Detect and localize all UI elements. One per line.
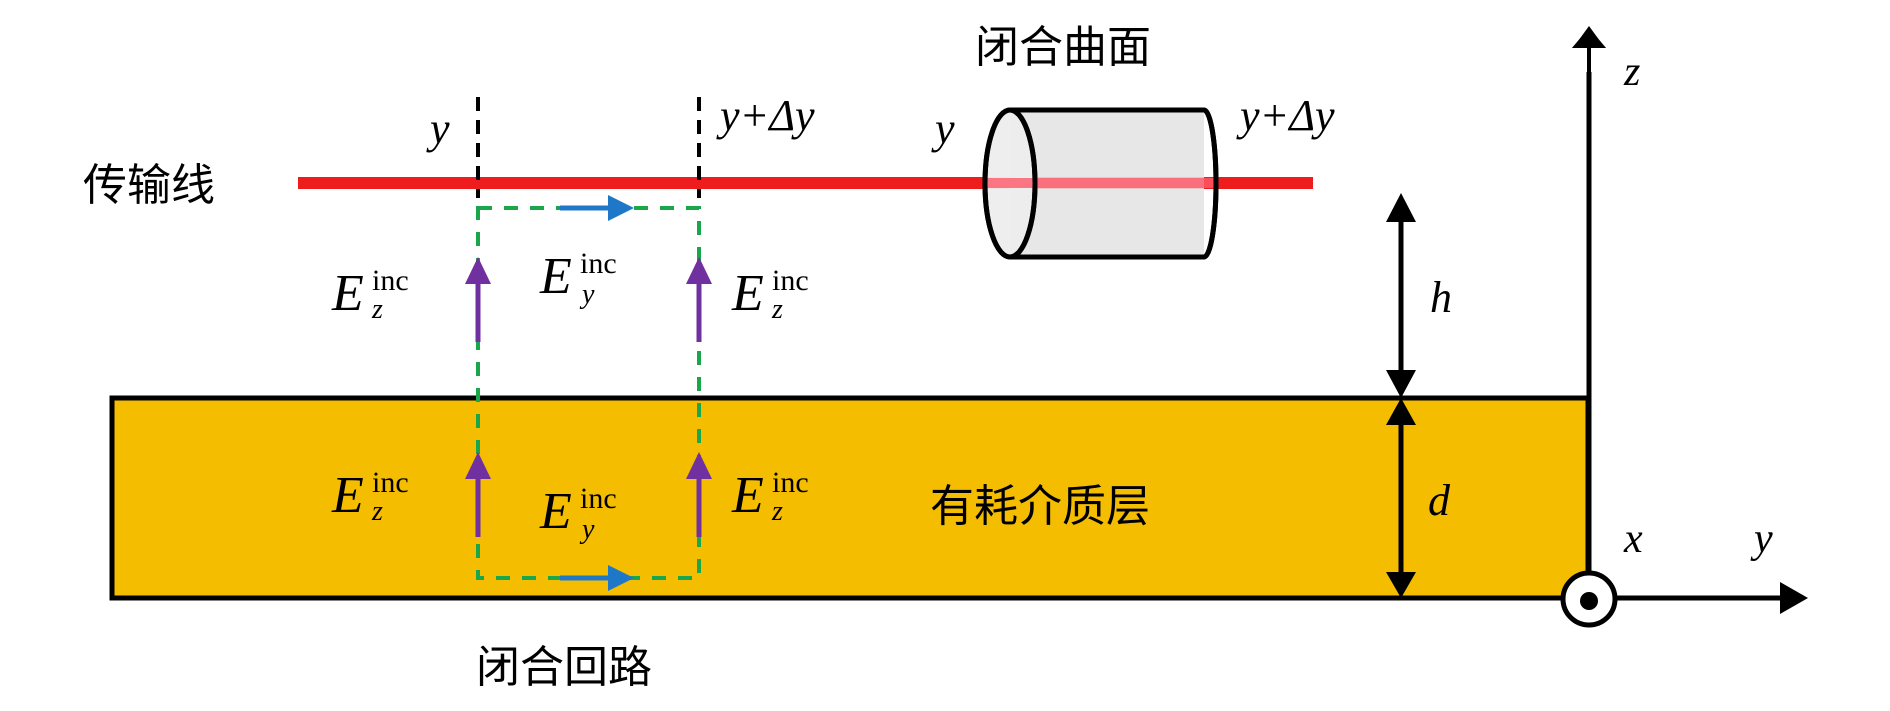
svg-text:z: z <box>771 496 783 527</box>
svg-text:inc: inc <box>772 264 809 297</box>
lossy-layer-label: 有耗介质层 <box>930 481 1150 532</box>
y-axis <box>1617 582 1808 614</box>
closed-loop-label: 闭合回路 <box>476 642 652 693</box>
svg-text:inc: inc <box>372 466 409 499</box>
ey-arrow-top <box>560 195 634 221</box>
x-axis-label: x <box>1623 516 1643 562</box>
lossy-layer <box>109 395 1591 601</box>
svg-text:z: z <box>371 496 383 527</box>
h-dimension-arrow <box>1386 193 1416 398</box>
ey-label-upper: E inc y <box>539 247 617 310</box>
svg-text:E: E <box>539 483 572 540</box>
y-axis-label: y <box>1750 516 1773 562</box>
ez-label-upper-right: E inc z <box>731 264 809 325</box>
ez-label-lower-right: E inc z <box>731 466 809 527</box>
svg-text:inc: inc <box>580 482 617 515</box>
svg-text:z: z <box>771 294 783 325</box>
loop-y-dy-label: y+Δy <box>716 91 815 140</box>
loop-y-label: y <box>426 104 450 153</box>
svg-text:E: E <box>731 467 764 524</box>
svg-text:E: E <box>731 265 764 322</box>
svg-text:E: E <box>539 248 572 305</box>
ez-arrow-upper-left <box>465 257 491 342</box>
closed-surface-label: 闭合曲面 <box>975 22 1151 73</box>
svg-text:inc: inc <box>772 466 809 499</box>
ey-arrow-bottom <box>560 565 634 591</box>
cylinder-y-dy-label: y+Δy <box>1236 91 1335 140</box>
z-axis <box>1572 26 1606 598</box>
svg-text:y: y <box>579 514 595 545</box>
h-label: h <box>1430 273 1452 322</box>
svg-text:y: y <box>579 279 595 310</box>
ey-label-lower: E inc y <box>539 482 617 545</box>
ez-arrow-upper-right <box>686 257 712 342</box>
ez-label-upper-left: E inc z <box>331 264 409 325</box>
ez-arrow-lower-right <box>686 452 712 537</box>
ez-label-lower-left: E inc z <box>331 466 409 527</box>
svg-text:inc: inc <box>580 247 617 280</box>
d-dimension-arrow <box>1386 398 1416 598</box>
transmission-line-label: 传输线 <box>83 160 215 211</box>
z-axis-label: z <box>1623 49 1640 95</box>
d-label: d <box>1428 476 1451 525</box>
cylinder-y-label: y <box>931 104 955 153</box>
svg-text:z: z <box>371 294 383 325</box>
closed-surface-cylinder <box>982 107 1219 260</box>
svg-text:E: E <box>331 467 364 524</box>
ez-arrow-lower-left <box>465 452 491 537</box>
svg-text:E: E <box>331 265 364 322</box>
svg-text:inc: inc <box>372 264 409 297</box>
x-axis-out-of-page-icon <box>1560 570 1618 628</box>
